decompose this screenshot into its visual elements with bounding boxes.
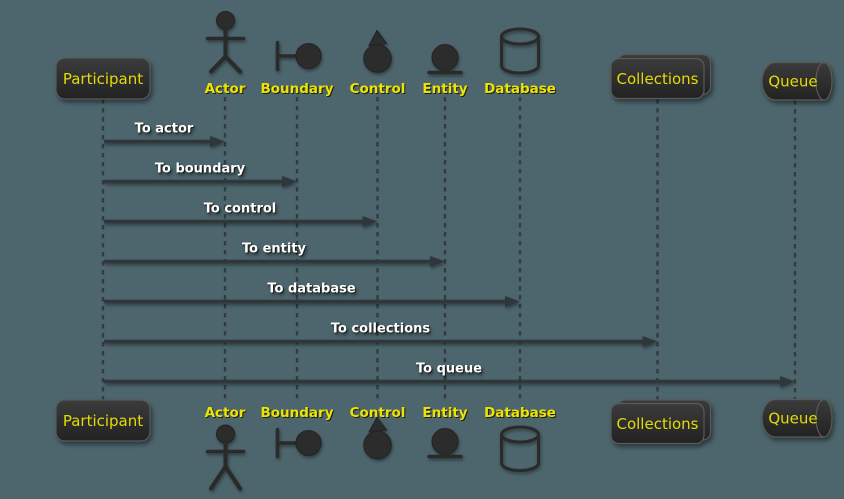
database-label: Database — [484, 81, 556, 97]
queue-body — [762, 399, 824, 437]
queue-header-top: Queue — [761, 61, 833, 101]
message-to-collections-label: To collections — [331, 322, 431, 337]
collections-box-front — [610, 402, 705, 445]
collections-header-top: Collections — [610, 53, 712, 100]
actor-header-bottom: Actor — [205, 405, 246, 491]
entity-icon — [427, 44, 463, 75]
actor-header-top: Actor — [205, 11, 246, 97]
database-icon — [500, 425, 540, 472]
message-to-database: To database — [104, 282, 520, 307]
queue-header-bottom: Queue — [761, 398, 833, 438]
bottom-headers: Participant Actor Boundary Control — [55, 398, 833, 491]
participant-label: Participant — [63, 412, 143, 430]
actor-label: Actor — [205, 405, 246, 421]
boundary-header-top: Boundary — [260, 40, 334, 97]
queue-endcap — [815, 398, 833, 438]
entity-icon — [427, 428, 463, 459]
message-to-entity: To entity — [104, 242, 445, 267]
messages: To actor To boundary To control To entit… — [104, 122, 795, 387]
entity-label: Entity — [422, 405, 467, 421]
control-icon — [363, 29, 392, 73]
database-header-bottom: Database — [484, 405, 556, 472]
queue-label: Queue — [768, 73, 817, 91]
queue-body-outline — [761, 398, 824, 438]
boundary-icon — [275, 40, 322, 72]
control-header-top: Control — [350, 29, 406, 97]
queue-body-outline — [761, 61, 824, 101]
message-to-collections: To collections — [104, 322, 658, 347]
entity-header-top: Entity — [422, 44, 468, 97]
message-to-actor-label: To actor — [135, 122, 194, 137]
message-to-control-label: To control — [204, 202, 277, 217]
boundary-header-bottom: Boundary — [260, 405, 334, 459]
collections-box-front — [610, 57, 705, 100]
actor-icon — [205, 424, 246, 491]
boundary-label: Boundary — [260, 405, 333, 421]
participant-box — [55, 57, 151, 100]
queue-body — [762, 62, 824, 100]
participant-label: Participant — [63, 70, 143, 88]
message-to-queue: To queue — [104, 362, 795, 387]
collections-label: Collections — [616, 415, 698, 433]
actor-label: Actor — [205, 81, 246, 97]
control-icon — [363, 416, 392, 460]
database-label: Database — [484, 405, 556, 421]
boundary-label: Boundary — [260, 81, 333, 97]
message-to-entity-label: To entity — [242, 242, 307, 257]
boundary-icon — [275, 427, 322, 459]
collections-label: Collections — [616, 70, 698, 88]
queue-label: Queue — [768, 410, 817, 428]
message-to-boundary: To boundary — [104, 162, 297, 187]
message-to-control: To control — [104, 202, 378, 227]
participant-header-top: Participant — [55, 57, 151, 100]
participant-header-bottom: Participant — [55, 399, 151, 442]
entity-label: Entity — [422, 81, 467, 97]
queue-endcap — [815, 61, 833, 101]
message-to-queue-label: To queue — [416, 362, 482, 377]
entity-header-bottom: Entity — [422, 405, 468, 459]
message-to-database-label: To database — [267, 282, 355, 297]
message-to-boundary-label: To boundary — [155, 162, 246, 177]
actor-icon — [205, 11, 246, 74]
top-headers: Participant Actor Boundary — [55, 11, 833, 101]
control-label: Control — [350, 81, 406, 97]
control-label: Control — [350, 405, 406, 421]
database-header-top: Database — [484, 27, 556, 97]
message-to-actor: To actor — [104, 122, 225, 147]
collections-header-bottom: Collections — [610, 399, 712, 445]
database-icon — [500, 27, 540, 75]
lifelines — [101, 97, 797, 402]
participant-box — [55, 399, 151, 442]
control-header-bottom: Control — [350, 405, 406, 460]
